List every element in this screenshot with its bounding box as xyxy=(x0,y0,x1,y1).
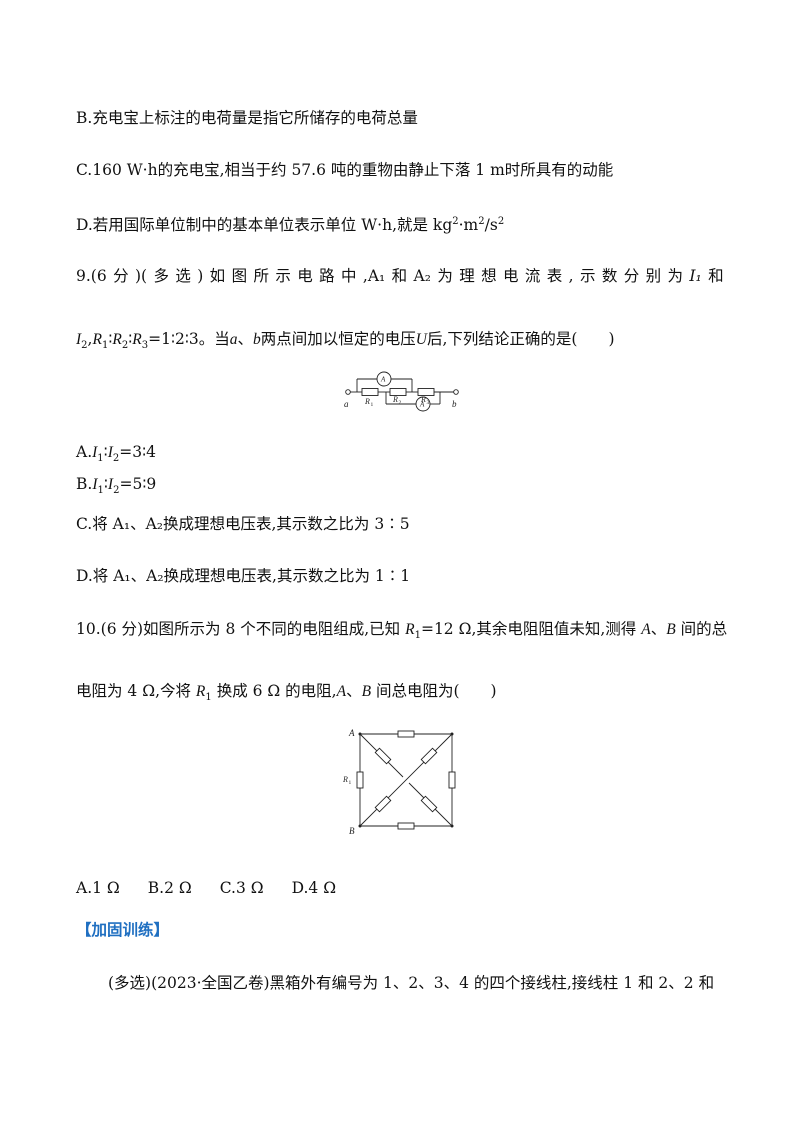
resistor-diag-1 xyxy=(374,747,392,765)
q9-intro-token: 示 xyxy=(579,267,596,285)
q9-intro-token: 流 xyxy=(524,267,541,285)
resistor-diag-4 xyxy=(374,795,392,813)
q9-intro-token: 分 xyxy=(623,267,640,285)
q9-intro-token: 分 xyxy=(113,267,129,285)
q9-intro-token: 理 xyxy=(459,267,475,285)
q9-intro-token: I₁ xyxy=(689,267,702,285)
resistor-bottom xyxy=(397,822,415,830)
q9-option-a: A.I1∶I2=3∶4 xyxy=(76,443,157,465)
svg-text:R: R xyxy=(392,395,398,404)
terminal-b xyxy=(453,389,459,395)
option-d-text: D.若用国际单位制中的基本单位表示单位 W·h,就是 kg2·m2/s2 xyxy=(76,216,505,235)
q9-intro-token: 为 xyxy=(437,267,453,285)
q9-intro-token: 表 xyxy=(546,267,563,285)
resistor-right xyxy=(448,771,456,789)
svg-text:R: R xyxy=(420,395,426,404)
resistor-diag-3 xyxy=(420,747,438,765)
q9-intro-token: 电 xyxy=(297,267,313,285)
resistor-diag-2 xyxy=(420,795,438,813)
q9-intro-token: , xyxy=(568,267,574,285)
svg-text:R: R xyxy=(364,397,370,406)
circuit-figure-q9: A A a b R 1 R 2 R 3 xyxy=(344,371,459,412)
resistor-network-figure-q10: A B R 1 xyxy=(342,728,456,836)
q9-intro-token: 别 xyxy=(645,267,662,285)
q9-intro-token: 为 xyxy=(667,267,684,285)
q9-intro-token: 和 xyxy=(391,267,408,285)
question-10-line-1: 10.(6 分)如图所示为 8 个不同的电阻组成,已知 R1=12 Ω,其余电阻… xyxy=(76,620,728,642)
svg-text:A: A xyxy=(419,401,425,409)
resistor-r1 xyxy=(361,388,379,396)
option-b-text: B.充电宝上标注的电荷量是指它所储存的电荷总量 xyxy=(76,109,418,127)
q9-intro-token: )( xyxy=(134,267,148,285)
q9-intro-token: A₂ xyxy=(413,267,431,285)
q9-intro-token: 想 xyxy=(481,267,497,285)
svg-text:A: A xyxy=(380,376,386,384)
q10-option-a: A.1 Ω xyxy=(76,879,120,897)
svg-text:R: R xyxy=(342,775,348,784)
svg-text:1: 1 xyxy=(349,780,352,786)
q9-intro-token: 如 xyxy=(209,267,226,285)
question-9-stem: I2,R1∶R2∶R3=1∶2∶3。当a、b两点间加以恒定的电压U后,下列结论正… xyxy=(76,330,615,352)
q10-option-c: C.3 Ω xyxy=(219,879,264,897)
q10-option-b: B.2 Ω xyxy=(147,879,192,897)
q9-intro-token: ) xyxy=(197,267,204,285)
section-title: 【加固训练】 xyxy=(76,920,170,939)
svg-text:a: a xyxy=(344,399,349,409)
q9-intro-token: 多 xyxy=(153,267,169,285)
q9-intro-token: 中 xyxy=(341,267,357,285)
q9-intro-token: 电 xyxy=(502,267,519,285)
extra-question-text: (多选)(2023·全国乙卷)黑箱外有编号为 1、2、3、4 的四个接线柱,接线… xyxy=(108,974,715,992)
q9-option-c: C.将 A₁、A₂换成理想电压表,其示数之比为 3∶5 xyxy=(76,515,410,533)
svg-text:A: A xyxy=(348,728,355,738)
svg-text:b: b xyxy=(452,399,457,409)
q9-intro-token: 所 xyxy=(253,267,269,285)
resistor-top xyxy=(397,730,415,738)
q9-intro-token: 和 xyxy=(708,267,724,285)
q9-option-b: B.I1∶I2=5∶9 xyxy=(76,475,157,497)
svg-text:2: 2 xyxy=(399,400,402,406)
q9-intro-token: 图 xyxy=(231,267,248,285)
q10-options: A.1 Ω B.2 Ω C.3 Ω D.4 Ω xyxy=(76,878,364,898)
q9-intro-token: 示 xyxy=(275,267,291,285)
q9-option-d: D.将 A₁、A₂换成理想电压表,其示数之比为 1∶1 xyxy=(76,567,411,585)
svg-text:B: B xyxy=(349,826,355,836)
resistor-r1 xyxy=(356,771,364,789)
q9-intro-token: 路 xyxy=(319,267,335,285)
q10-option-d: D.4 Ω xyxy=(291,879,337,897)
q9-intro-token: ,A₁ xyxy=(362,267,386,285)
terminal-a xyxy=(345,389,351,395)
question-10-line-2: 电阻为 4 Ω,今将 R1 换成 6 Ω 的电阻,A、B 间总电阻为( ) xyxy=(76,682,497,704)
svg-text:1: 1 xyxy=(371,402,374,408)
q9-intro-token: 9.(6 xyxy=(76,267,107,285)
svg-text:3: 3 xyxy=(427,400,430,406)
q9-intro-token: 选 xyxy=(175,267,191,285)
q9-intro-token: 数 xyxy=(601,267,618,285)
option-c-text: C.160 W·h的充电宝,相当于约 57.6 吨的重物由静止下落 1 m时所具… xyxy=(76,161,614,179)
